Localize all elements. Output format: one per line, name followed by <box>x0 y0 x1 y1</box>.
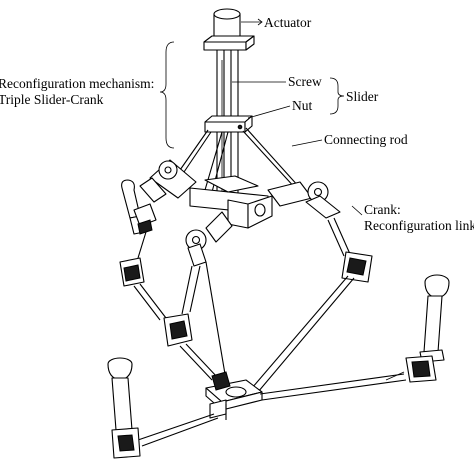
label-reconfiguration-line1: Reconfiguration mechanism: <box>0 76 154 91</box>
actuator <box>203 8 255 51</box>
annotation-lines <box>159 18 405 381</box>
nut-slider-block <box>204 115 253 133</box>
label-screw: Screw <box>288 74 322 89</box>
bottom-rods <box>137 373 407 447</box>
leg-left <box>107 357 141 459</box>
label-connecting-rod: Connecting rod <box>324 132 408 147</box>
link-front-down <box>181 265 201 315</box>
joint-left-2 <box>163 313 219 381</box>
joint-right-1 <box>327 217 373 283</box>
link-right-to-front <box>205 261 355 393</box>
crank-front <box>185 211 233 267</box>
label-nut: Nut <box>292 98 312 113</box>
lower-platform <box>205 371 263 419</box>
label-actuator: Actuator <box>264 15 312 30</box>
leg-right <box>405 274 450 383</box>
crank-left <box>139 159 197 203</box>
label-crank-line1: Crank: <box>364 202 401 217</box>
label-crank-line2: Reconfiguration link <box>364 218 474 233</box>
label-slider: Slider <box>346 89 379 104</box>
base-hub <box>189 175 273 229</box>
crank-right <box>267 181 341 219</box>
joint-left-1 <box>119 257 167 321</box>
upper-arm-left <box>121 179 157 259</box>
label-reconfiguration-line2: Triple Slider-Crank <box>0 92 104 107</box>
